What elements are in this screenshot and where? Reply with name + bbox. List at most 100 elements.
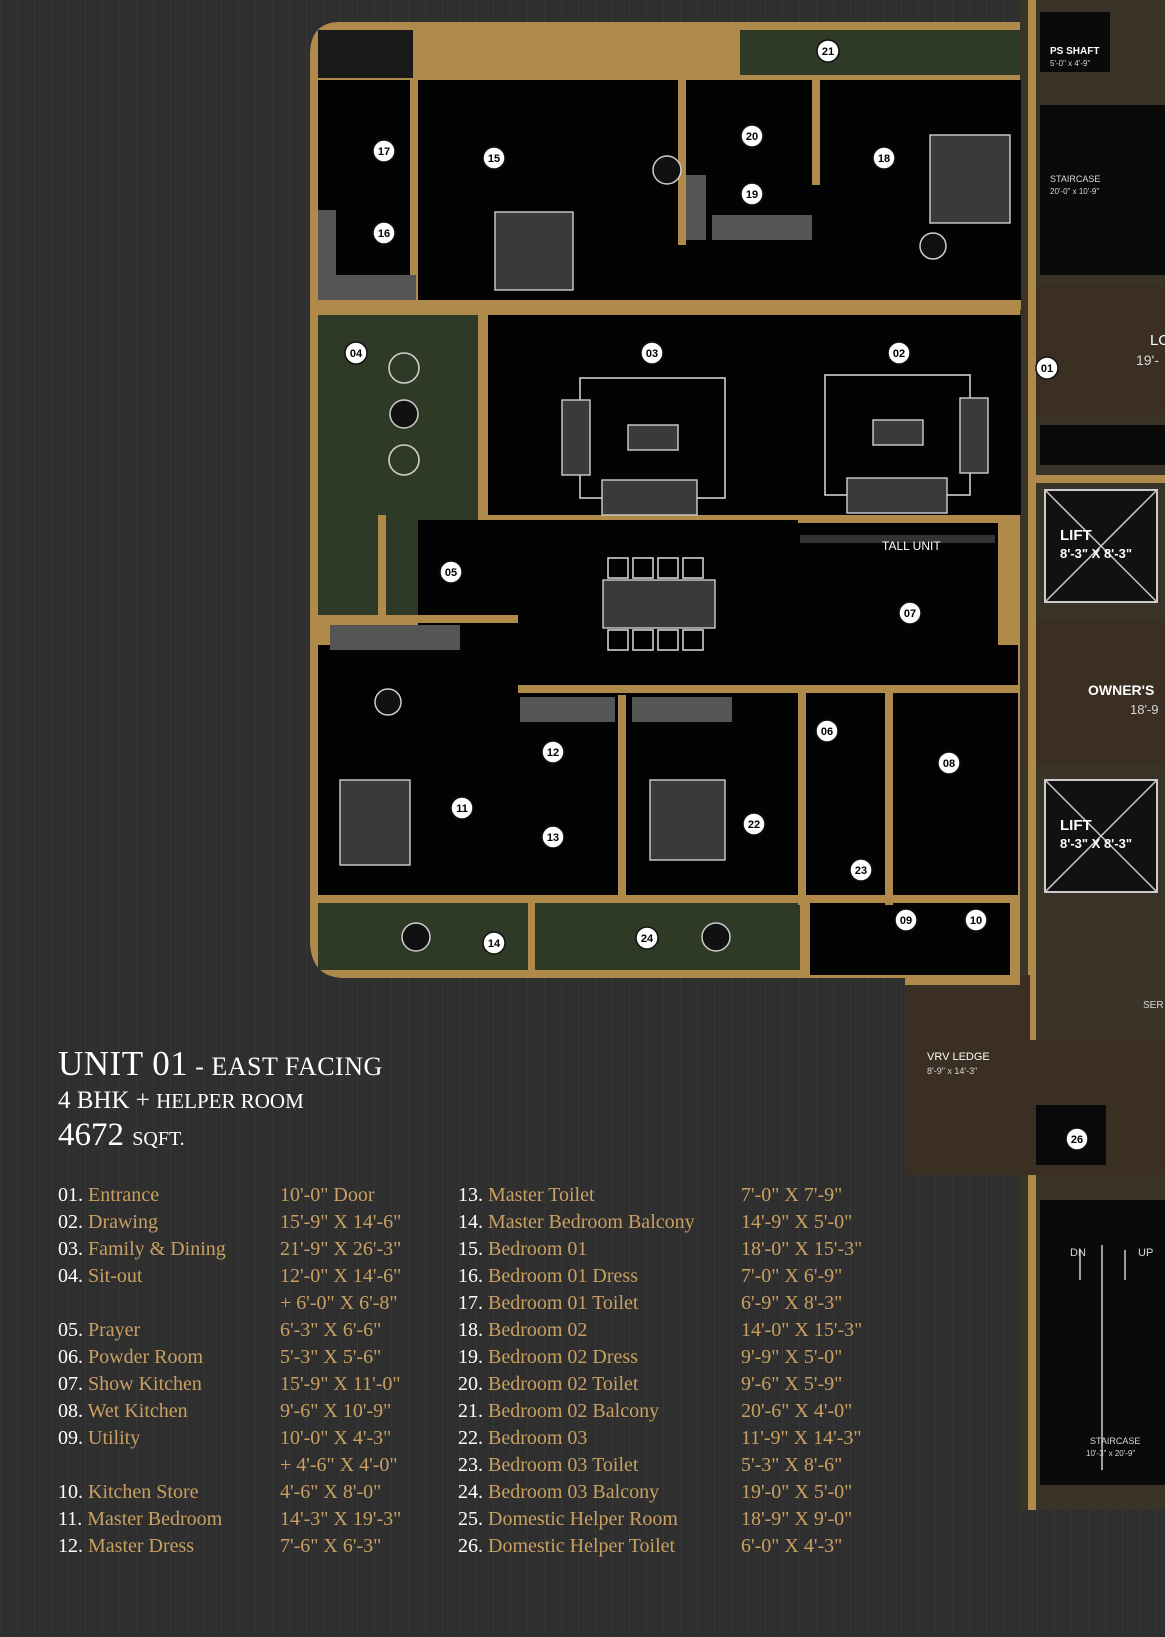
legend-row: 01. Entrance 10'-0" Door xyxy=(58,1184,375,1207)
badge-20: 20 xyxy=(746,131,758,143)
legend-name: Domestic Helper Room xyxy=(488,1508,678,1530)
badge-13: 13 xyxy=(547,832,559,844)
legend-dim: 7'-0" X 6'-9" xyxy=(741,1265,843,1287)
wardrobe-bedroom-02 xyxy=(712,215,812,240)
legend-num: 05. xyxy=(58,1319,83,1341)
lift-bottom-label: LIFT xyxy=(1060,817,1092,834)
legend-name: Master Toilet xyxy=(488,1184,595,1206)
staircase-top xyxy=(1040,105,1165,275)
vrv-ledge-dim: 8'-9" x 14'-3" xyxy=(927,1066,977,1076)
legend-dim: 7'-6" X 6'-3" xyxy=(280,1535,382,1557)
legend-num: 20. xyxy=(458,1373,483,1395)
legend-name: Bedroom 03 Balcony xyxy=(488,1481,660,1503)
legend-dim: 6'-9" X 8'-3" xyxy=(741,1292,843,1314)
owners-partial-dim: 18'-9 xyxy=(1130,702,1159,717)
legend-name: Bedroom 02 Dress xyxy=(488,1346,638,1368)
badge-11: 11 xyxy=(456,803,468,815)
lobby xyxy=(1036,285,1165,415)
legend-dim: 18'-0" X 15'-3" xyxy=(741,1238,863,1260)
legend-name: Master Bedroom Balcony xyxy=(488,1211,695,1233)
legend-name: Master Bedroom xyxy=(87,1508,223,1530)
badge-10: 10 xyxy=(970,915,982,927)
legend-dim: 14'-9" X 5'-0" xyxy=(741,1211,853,1233)
bed-bedroom-01 xyxy=(494,211,574,291)
badge-07: 07 xyxy=(904,608,916,620)
badge-09: 09 xyxy=(900,915,912,927)
legend-num: 03. xyxy=(58,1238,83,1260)
unit-area-value: 4672 xyxy=(58,1117,124,1153)
badge-17: 17 xyxy=(378,146,390,158)
bed-bedroom-03 xyxy=(649,779,726,861)
legend-num: 17. xyxy=(458,1292,483,1314)
legend-num: 15. xyxy=(458,1238,483,1260)
legend-name: Sit-out xyxy=(88,1265,143,1287)
balcony-24 xyxy=(535,902,800,970)
badge-05: 05 xyxy=(445,567,457,579)
wardrobe-bedroom-01 xyxy=(336,275,416,300)
legend-num: 08. xyxy=(58,1400,83,1422)
badge-18: 18 xyxy=(878,153,890,165)
legend-num: 18. xyxy=(458,1319,483,1341)
legend-name: Wet Kitchen xyxy=(87,1400,188,1422)
badge-08: 08 xyxy=(943,758,955,770)
legend-dim: 10'-0" X 4'-3" xyxy=(280,1427,392,1449)
staircase-top-label: STAIRCASE xyxy=(1050,174,1100,184)
legend-num: 25. xyxy=(458,1508,483,1530)
badge-26: 26 xyxy=(1071,1134,1083,1146)
legend-dim: 6'-0" X 4'-3" xyxy=(741,1535,843,1557)
balcony-21 xyxy=(740,30,1020,75)
legend-num: 24. xyxy=(458,1481,483,1503)
legend-dim: 5'-3" X 8'-6" xyxy=(741,1454,843,1476)
legend-name: Utility xyxy=(88,1427,141,1449)
legend-num: 06. xyxy=(58,1346,83,1368)
family-coffee-table xyxy=(627,424,679,451)
room-badges: 01 02 03 04 05 06 07 08 09 10 11 12 13 1… xyxy=(344,39,1089,1151)
legend-dim: 10'-0" Door xyxy=(280,1184,375,1206)
legend-name: Entrance xyxy=(88,1184,160,1206)
legend-num: 11. xyxy=(58,1508,83,1530)
stair-up-label: UP xyxy=(1138,1247,1153,1259)
legend-num: 19. xyxy=(458,1346,483,1368)
legend-name: Family & Dining xyxy=(88,1238,226,1260)
legend-num: 04. xyxy=(58,1265,83,1287)
badge-15: 15 xyxy=(488,153,500,165)
lobby-partial-label: LO xyxy=(1150,332,1165,349)
legend-dim: 18'-9" X 9'-0" xyxy=(741,1508,853,1530)
legend-name: Bedroom 03 Toilet xyxy=(488,1454,639,1476)
legend-num: 01. xyxy=(58,1184,83,1206)
legend-dim: 21'-9" X 26'-3" xyxy=(280,1238,402,1260)
legend-name: Drawing xyxy=(88,1211,158,1233)
family-sofa xyxy=(601,479,698,516)
lift-bottom-dim: 8'-3" X 8'-3" xyxy=(1060,836,1132,851)
badge-12: 12 xyxy=(547,747,559,759)
legend-name: Domestic Helper Toilet xyxy=(488,1535,676,1557)
badge-16: 16 xyxy=(378,228,390,240)
ps-shaft-dim: 5'-0" x 4'-9" xyxy=(1050,59,1090,68)
badge-02: 02 xyxy=(893,348,905,360)
legend-dim: 20'-6" X 4'-0" xyxy=(741,1400,853,1422)
bed-bedroom-02 xyxy=(929,134,1011,224)
legend-name: Bedroom 03 xyxy=(488,1427,588,1449)
legend-dim: 19'-0" X 5'-0" xyxy=(741,1481,853,1503)
legend-name: Powder Room xyxy=(88,1346,203,1368)
unit-area: 4672 SQFT. xyxy=(58,1116,383,1158)
legend-num: 10. xyxy=(58,1481,83,1503)
legend-dim: 11'-9" X 14'-3" xyxy=(741,1427,862,1449)
legend-dim: 14'-0" X 15'-3" xyxy=(741,1319,863,1341)
legend-num: 23. xyxy=(458,1454,483,1476)
